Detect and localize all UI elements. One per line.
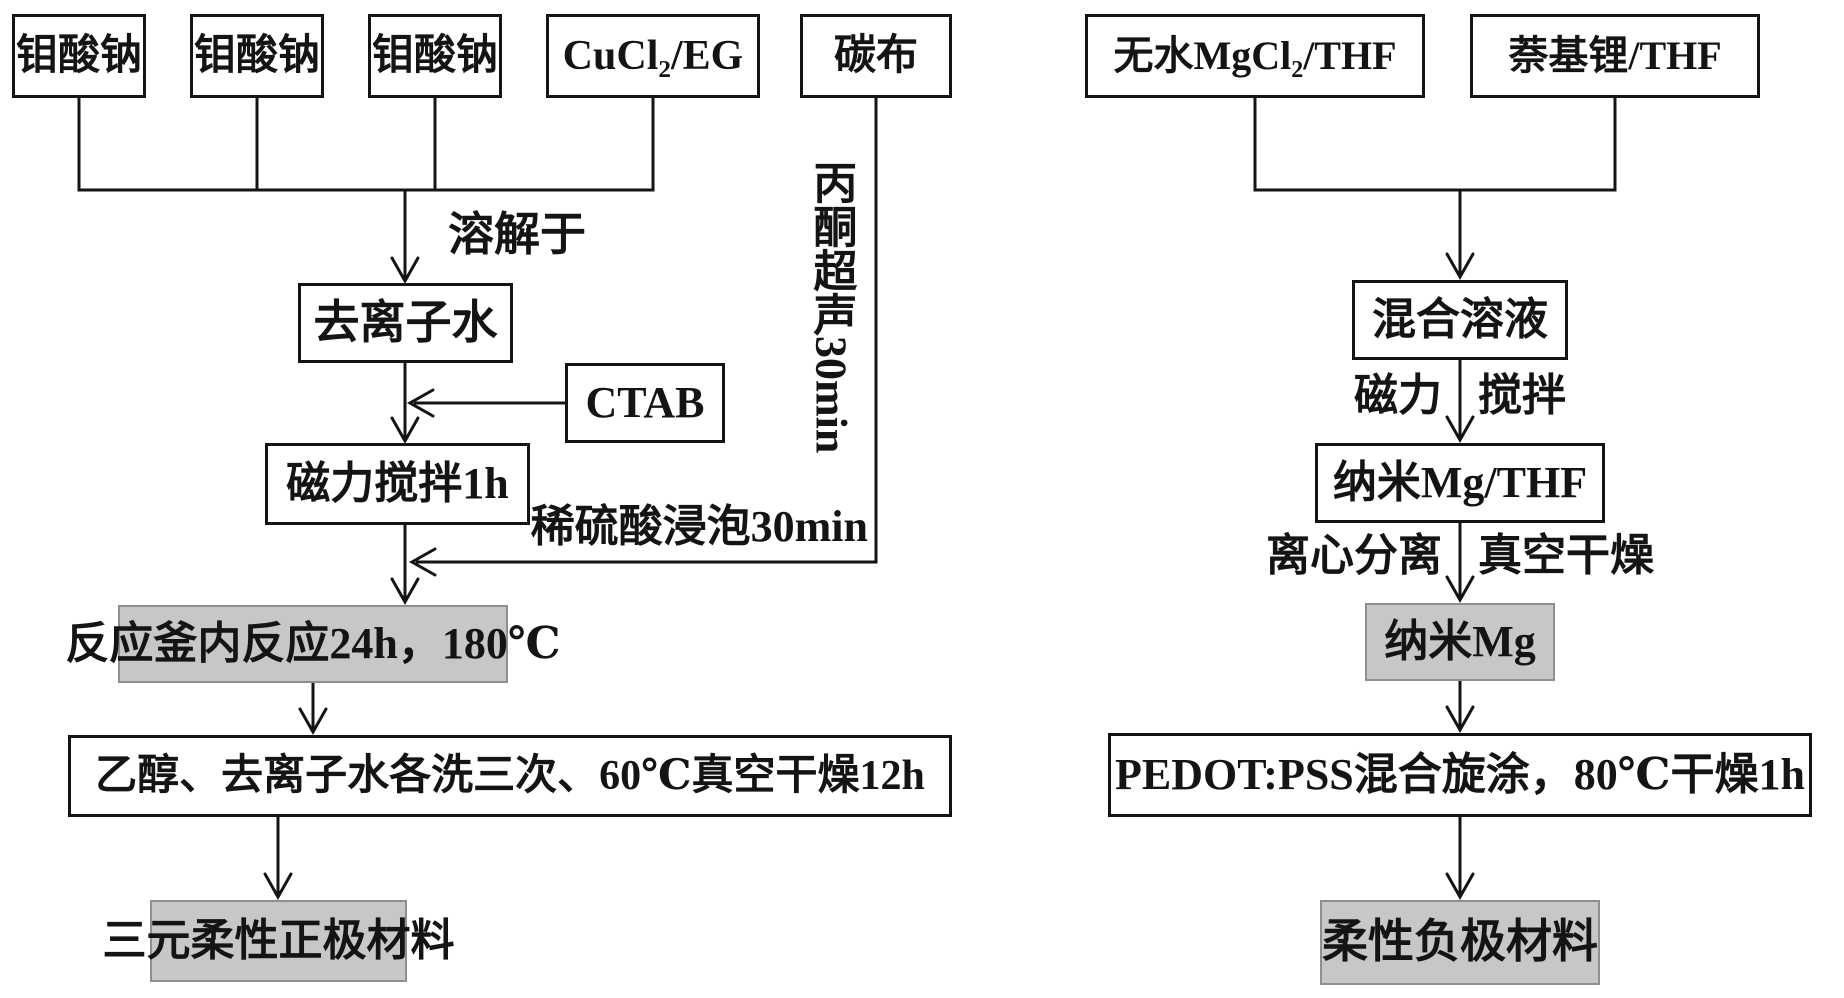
acid-soak-label: 稀硫酸浸泡30min (530, 502, 868, 551)
connector-lines (77, 97, 1617, 894)
input-box-carbon-cloth: 碳布 (800, 14, 952, 98)
nano-mg-thf-box: 纳米Mg/THF (1315, 443, 1605, 523)
input-box-sodium-molybdate-2: 钼酸钠 (190, 14, 324, 98)
input-box-naphthalene-li-thf: 萘基锂/THF (1470, 14, 1760, 98)
magnetic-stir-box: 磁力搅拌1h (265, 443, 530, 525)
input-box-sodium-molybdate-1: 钼酸钠 (12, 14, 146, 98)
anode-product-box: 柔性负极材料 (1320, 900, 1600, 985)
cathode-product-box: 三元柔性正极材料 (103, 900, 455, 982)
autoclave-reaction-box: 反应釜内反应24h，180℃ (65, 605, 561, 683)
deionized-water-box: 去离子水 (298, 283, 513, 363)
input-box-mgcl2-thf: 无水MgCl₂/THF (1085, 14, 1425, 98)
input-box-cucl2-eg: CuCl₂/EG (546, 14, 760, 98)
arrow-heads (263, 252, 1475, 901)
wash-dry-box: 乙醇、去离子水各洗三次、60℃真空干燥12h (68, 735, 952, 817)
ctab-box: CTAB (565, 363, 725, 443)
nano-mg-box: 纳米Mg (1365, 603, 1555, 681)
input-box-sodium-molybdate-3: 钼酸钠 (368, 14, 502, 98)
dissolve-label: 溶解于 (448, 209, 586, 260)
mixed-solution-box: 混合溶液 (1352, 280, 1568, 360)
acetone-ultrasonic-label: 丙酮超声30min (806, 160, 856, 454)
stir-label-left: 磁力 (1354, 371, 1442, 420)
vacuum-dry-label: 真空干燥 (1478, 531, 1654, 580)
centrifuge-label: 离心分离 (1266, 531, 1442, 580)
stir-label-right: 搅拌 (1478, 371, 1566, 420)
pedot-coating-box: PEDOT:PSS混合旋涂，80℃干燥1h (1108, 733, 1812, 817)
